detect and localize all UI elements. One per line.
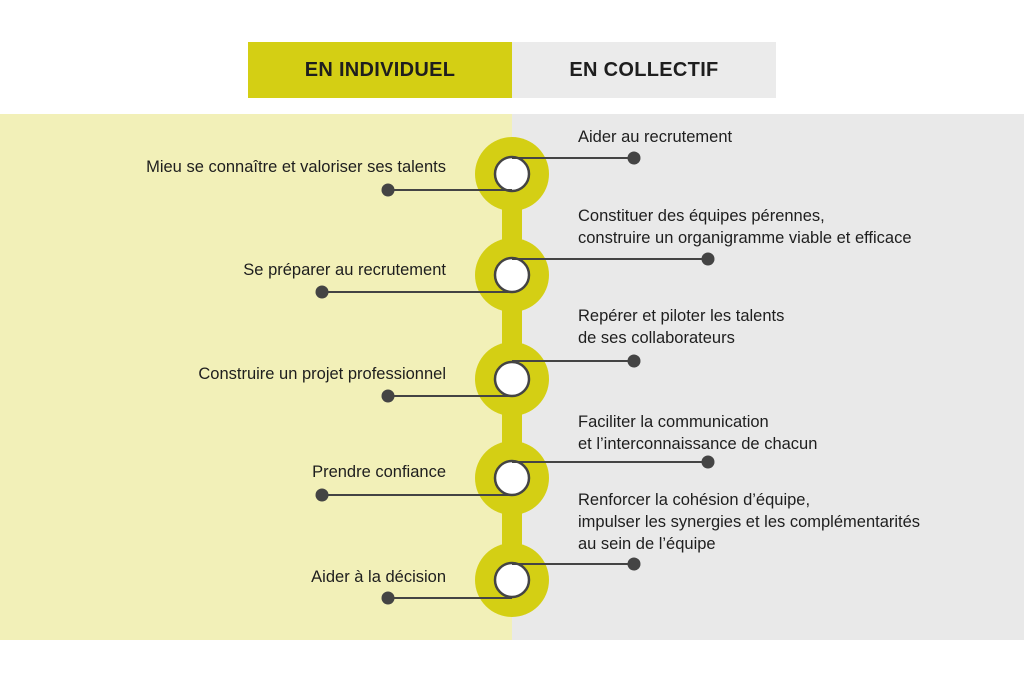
- timeline-node-5: [381, 543, 641, 617]
- timeline-node-1: [381, 137, 641, 211]
- collective-item-4-line-2: et l’interconnaissance de chacun: [578, 435, 818, 453]
- tab-individual[interactable]: EN INDIVIDUEL: [248, 42, 512, 98]
- individual-item-2: Se préparer au recrutement: [243, 261, 446, 279]
- collective-item-5: Renforcer la cohésion d’équipe, impulser…: [578, 489, 920, 555]
- collective-item-5-line-3: au sein de l’équipe: [578, 535, 716, 553]
- tab-collective[interactable]: EN COLLECTIF: [512, 42, 776, 98]
- connector-dot: [627, 151, 641, 165]
- collective-item-3-line-2: de ses collaborateurs: [578, 329, 735, 347]
- collective-item-2: Constituer des équipes pérennes, constru…: [578, 205, 912, 249]
- individual-item-1: Mieu se connaître et valoriser ses talen…: [146, 158, 446, 176]
- connector-dot: [701, 252, 715, 266]
- timeline-node-2: [315, 238, 715, 312]
- collective-item-3-line-1: Repérer et piloter les talents: [578, 307, 785, 325]
- collective-item-4: Faciliter la communication et l’intercon…: [578, 411, 817, 455]
- collective-item-1-line-1: Aider au recrutement: [578, 128, 733, 146]
- individual-item-5: Aider à la décision: [311, 568, 446, 586]
- connector-dot: [627, 354, 641, 368]
- tab-bar: EN INDIVIDUEL EN COLLECTIF: [248, 42, 776, 98]
- connector-dot: [627, 557, 641, 571]
- individual-item-4: Prendre confiance: [312, 463, 446, 481]
- collective-item-5-line-1: Renforcer la cohésion d’équipe,: [578, 491, 811, 509]
- collective-item-1: Aider au recrutement: [578, 126, 732, 148]
- timeline-node-4: [315, 441, 715, 515]
- collective-item-4-line-1: Faciliter la communication: [578, 413, 769, 431]
- connector-dot: [381, 183, 395, 197]
- collective-item-2-line-1: Constituer des équipes pérennes,: [578, 207, 825, 225]
- connector-dot: [315, 488, 329, 502]
- collective-panel: [512, 114, 1024, 640]
- collective-item-3: Repérer et piloter les talents de ses co…: [578, 305, 784, 349]
- individual-item-3: Construire un projet professionnel: [198, 365, 446, 383]
- timeline-node-3: [381, 342, 641, 416]
- connector-dot: [381, 389, 395, 403]
- individual-panel: [0, 114, 512, 640]
- connector-dot: [315, 285, 329, 299]
- collective-item-5-line-2: impulser les synergies et les complément…: [578, 513, 921, 531]
- connector-dot: [381, 591, 395, 605]
- connector-dot: [701, 455, 715, 469]
- collective-item-2-line-2: construire un organigramme viable et eff…: [578, 229, 912, 247]
